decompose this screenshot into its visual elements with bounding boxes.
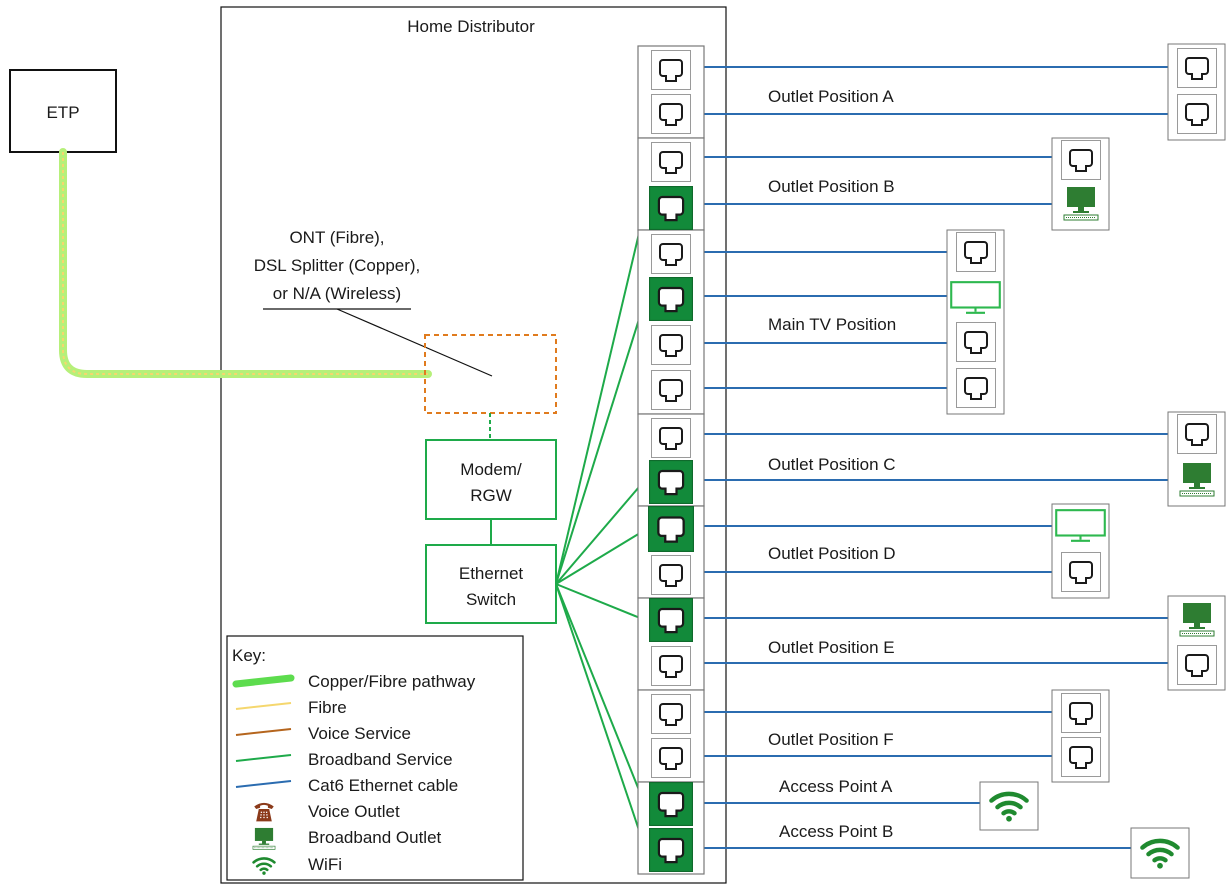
legend-fibre-swatch [235,702,292,710]
modem-rgw-box [425,439,557,520]
port-icon [956,322,996,362]
port-icon [651,94,691,134]
port-icon [1177,645,1217,685]
broadband-service-lines [555,207,646,849]
tv-icon [950,281,1001,314]
port-active-icon [648,782,694,826]
port-icon [651,234,691,274]
port-icon [1061,552,1101,592]
broadband-outlet-icon [1179,462,1215,497]
etp-label: ETP [46,103,79,122]
modem-label-line1: Modem/ [460,460,522,479]
port-icon [1177,48,1217,88]
port-active-icon [648,460,694,504]
legend-broadband-service-label: Broadband Service [308,750,453,769]
port-icon [651,370,691,410]
broadband-outlet-icon [1179,602,1215,637]
broadband-outlet-icon [1063,186,1099,221]
port-icon [651,694,691,734]
ont-pointer-line [336,308,493,377]
legend-title: Key: [232,646,266,665]
ont-label-line3: or N/A (Wireless) [273,284,401,303]
patch-panel-ports [647,50,695,872]
broadband-outlet-icon [252,827,276,850]
outlet-position-e-label: Outlet Position E [768,638,895,657]
access-point-a [979,781,1039,831]
switch-label-line2: Switch [466,590,516,609]
ont-label-line1: ONT (Fibre), [289,228,384,247]
cat6-cables [704,66,1170,849]
legend-voice-outlet-label: Voice Outlet [308,802,400,821]
outlet-position-a-label: Outlet Position A [768,87,894,106]
access-point-a-label: Access Point A [779,777,893,796]
legend-fibre-label: Fibre [308,698,347,717]
port-icon [651,646,691,686]
port-active-icon [648,277,694,321]
port-icon [651,142,691,182]
legend-cat6-label: Cat6 Ethernet cable [308,776,458,795]
main-tv-position-label: Main TV Position [768,315,896,334]
legend-wifi-label: WiFi [308,855,342,874]
port-active-icon [648,828,694,872]
outlet-position-d-label: Outlet Position D [768,544,896,563]
copper-fibre-pathway [59,148,432,378]
port-icon [956,232,996,272]
access-point-b [1130,827,1190,879]
port-active-icon [648,186,694,230]
outlet-c-wallplate [1167,411,1226,507]
outlet-a-wallplate [1167,43,1226,141]
home-distributor-title: Home Distributor [407,17,535,36]
legend: Key: Copper/Fibre pathway Fibre Voice Se… [226,635,524,881]
ethernet-switch-box [425,544,557,624]
port-icon [956,368,996,408]
port-icon [651,325,691,365]
modem-label-line2: RGW [470,486,512,505]
switch-label-line1: Ethernet [459,564,524,583]
port-icon [1177,414,1217,454]
ont-label-line2: DSL Splitter (Copper), [254,256,421,275]
legend-voice-service-swatch [235,728,292,736]
legend-voice-service-label: Voice Service [308,724,411,743]
outlet-f-wallplate [1051,689,1110,783]
outlet-position-f-label: Outlet Position F [768,730,894,749]
etp-box [9,69,117,153]
port-icon [1061,737,1101,777]
legend-cat6-swatch [235,780,292,788]
legend-copper-fibre-label: Copper/Fibre pathway [308,672,476,691]
access-point-b-label: Access Point B [779,822,893,841]
outlet-e-wallplate [1167,595,1226,691]
tv-icon [1055,509,1106,542]
legend-copper-fibre-swatch [232,674,295,688]
port-icon [651,555,691,595]
legend-broadband-service-swatch [235,754,292,762]
outlet-position-c-label: Outlet Position C [768,455,896,474]
port-active-icon [648,598,694,642]
port-active-icon [647,506,695,552]
port-icon [1177,94,1217,134]
outlet-position-b-label: Outlet Position B [768,177,895,196]
port-icon [651,418,691,458]
port-icon [1061,693,1101,733]
main-tv-wallplate [946,229,1005,415]
port-icon [651,738,691,778]
outlet-d-wallplate [1051,503,1110,599]
legend-broadband-outlet-label: Broadband Outlet [308,828,442,847]
outlet-b-wallplate [1051,137,1110,231]
port-icon [1061,140,1101,180]
port-icon [651,50,691,90]
